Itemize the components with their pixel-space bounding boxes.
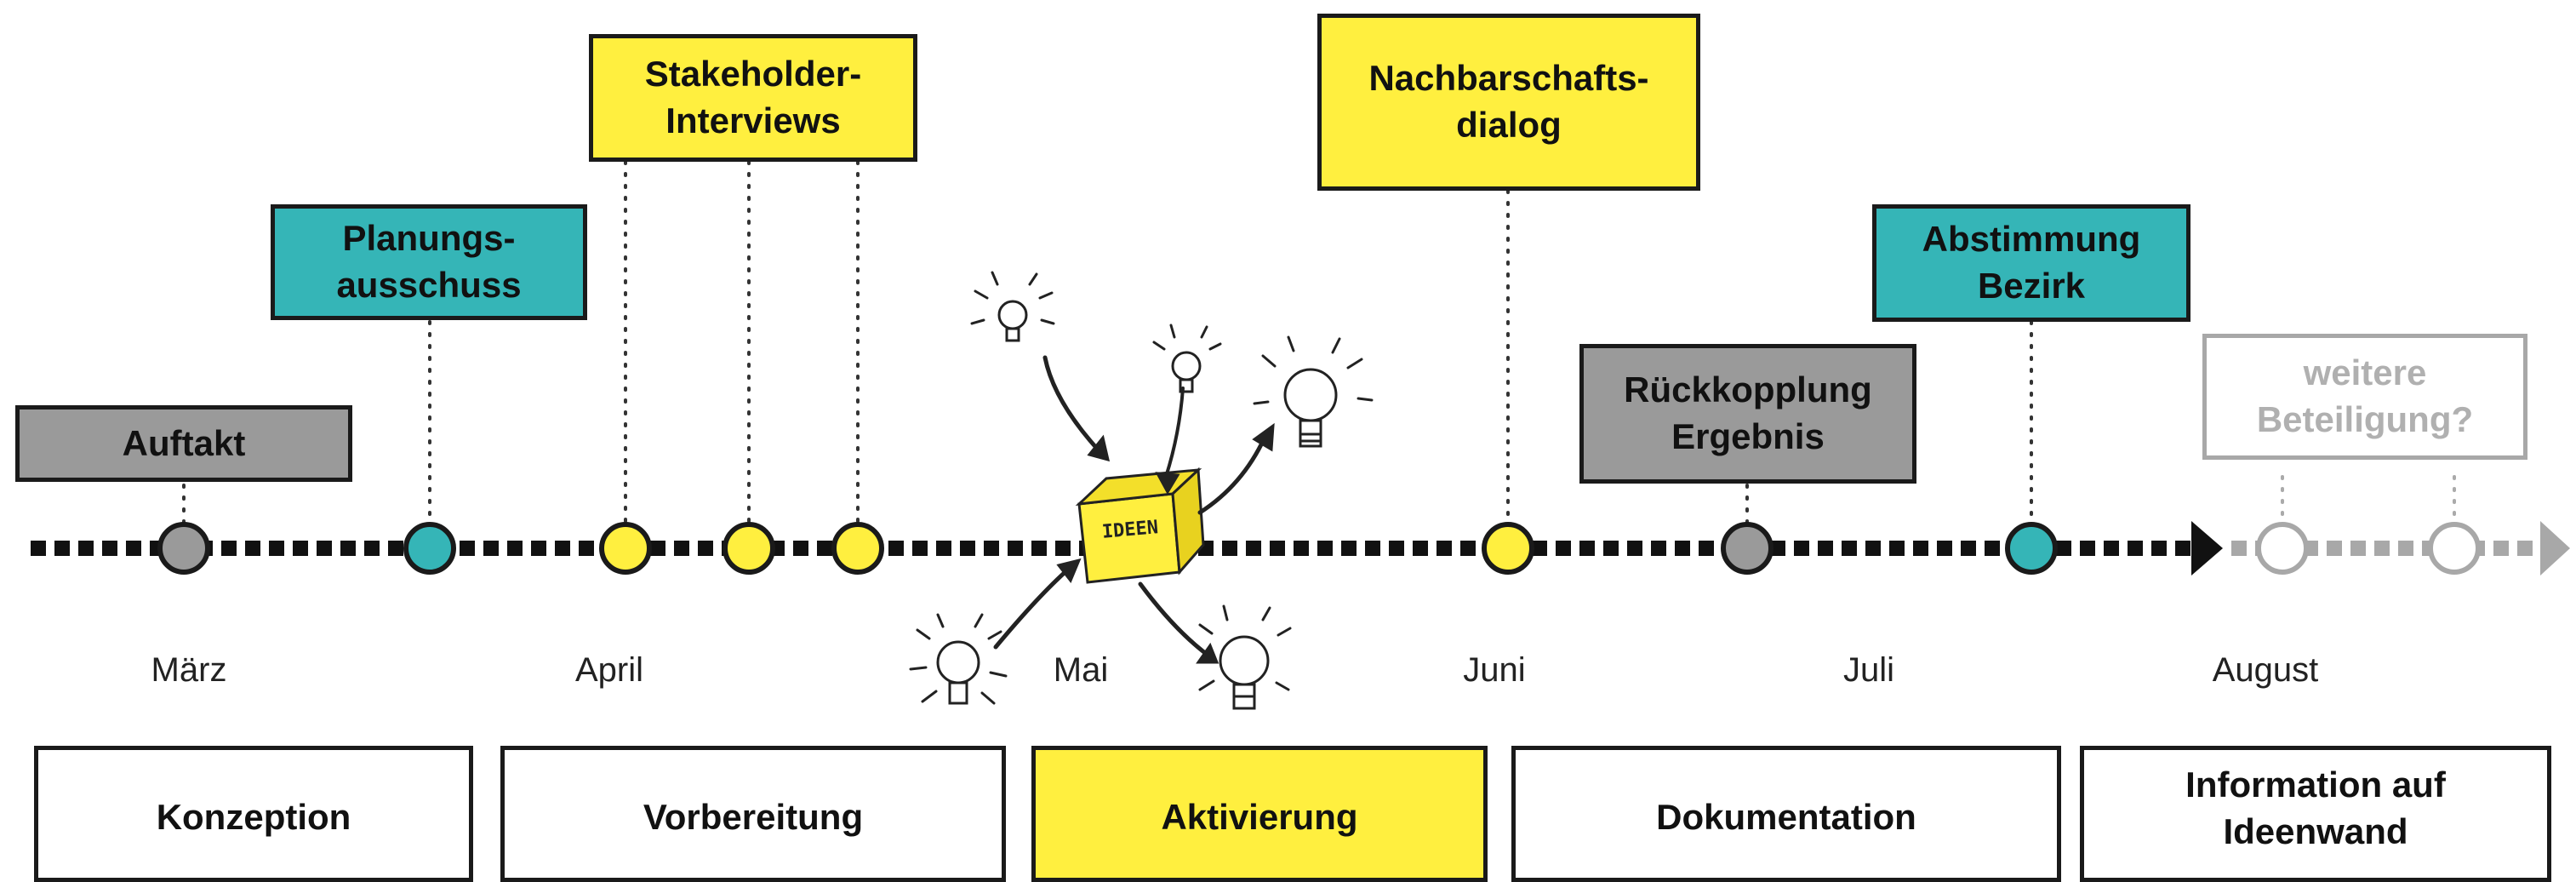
lightbulb-icon [1198, 604, 1292, 710]
event-rueckkopplung-ergebnis: Rückkopplung Ergebnis [1579, 344, 1916, 484]
event-stakeholder-interviews: Stakeholder- Interviews [589, 34, 917, 162]
month-label: August [2212, 651, 2319, 689]
milestone-nachbarschaftsdialog [1482, 522, 1534, 575]
phase-vorbereitung: Vorbereitung [500, 746, 1006, 882]
timeline-arrowhead [2191, 521, 2223, 576]
milestone-stakeholder-1 [599, 522, 652, 575]
lightbulb-icon [1152, 324, 1222, 393]
month-label: April [574, 651, 644, 689]
phase-information-ideenwand: Information auf Ideenwand [2080, 746, 2551, 882]
event-nachbarschaftsdialog: Nachbarschafts- dialog [1317, 14, 1700, 191]
event-abstimmung-bezirk: Abstimmung Bezirk [1872, 204, 2190, 322]
milestone-auftakt [157, 522, 210, 575]
event-weitere-beteiligung: weitere Beteiligung? [2202, 334, 2527, 460]
lightbulb-icon [909, 613, 1008, 705]
phase-dokumentation: Dokumentation [1511, 746, 2061, 882]
lightbulb-icon [1253, 335, 1374, 448]
timeline-future-arrowhead [2540, 521, 2570, 576]
lightbulb-icon [970, 271, 1055, 342]
milestone-abstimmung [2005, 522, 2058, 575]
month-label: Juni [1463, 651, 1526, 689]
milestone-weitere-1 [2256, 522, 2309, 575]
ideas-sketch-illustration [909, 271, 1374, 710]
event-auftakt: Auftakt [15, 405, 352, 482]
milestone-rueckkopplung [1721, 522, 1773, 575]
phase-konzeption: Konzeption [34, 746, 473, 882]
milestone-stakeholder-3 [831, 522, 884, 575]
milestone-planungsausschuss [403, 522, 456, 575]
milestone-weitere-2 [2428, 522, 2481, 575]
month-label: Juli [1842, 651, 1895, 689]
month-label: März [151, 651, 227, 689]
event-planungsausschuss: Planungs- ausschuss [271, 204, 587, 320]
month-label: Mai [1053, 651, 1109, 689]
phase-aktivierung: Aktivierung [1031, 746, 1488, 882]
milestone-stakeholder-2 [723, 522, 775, 575]
